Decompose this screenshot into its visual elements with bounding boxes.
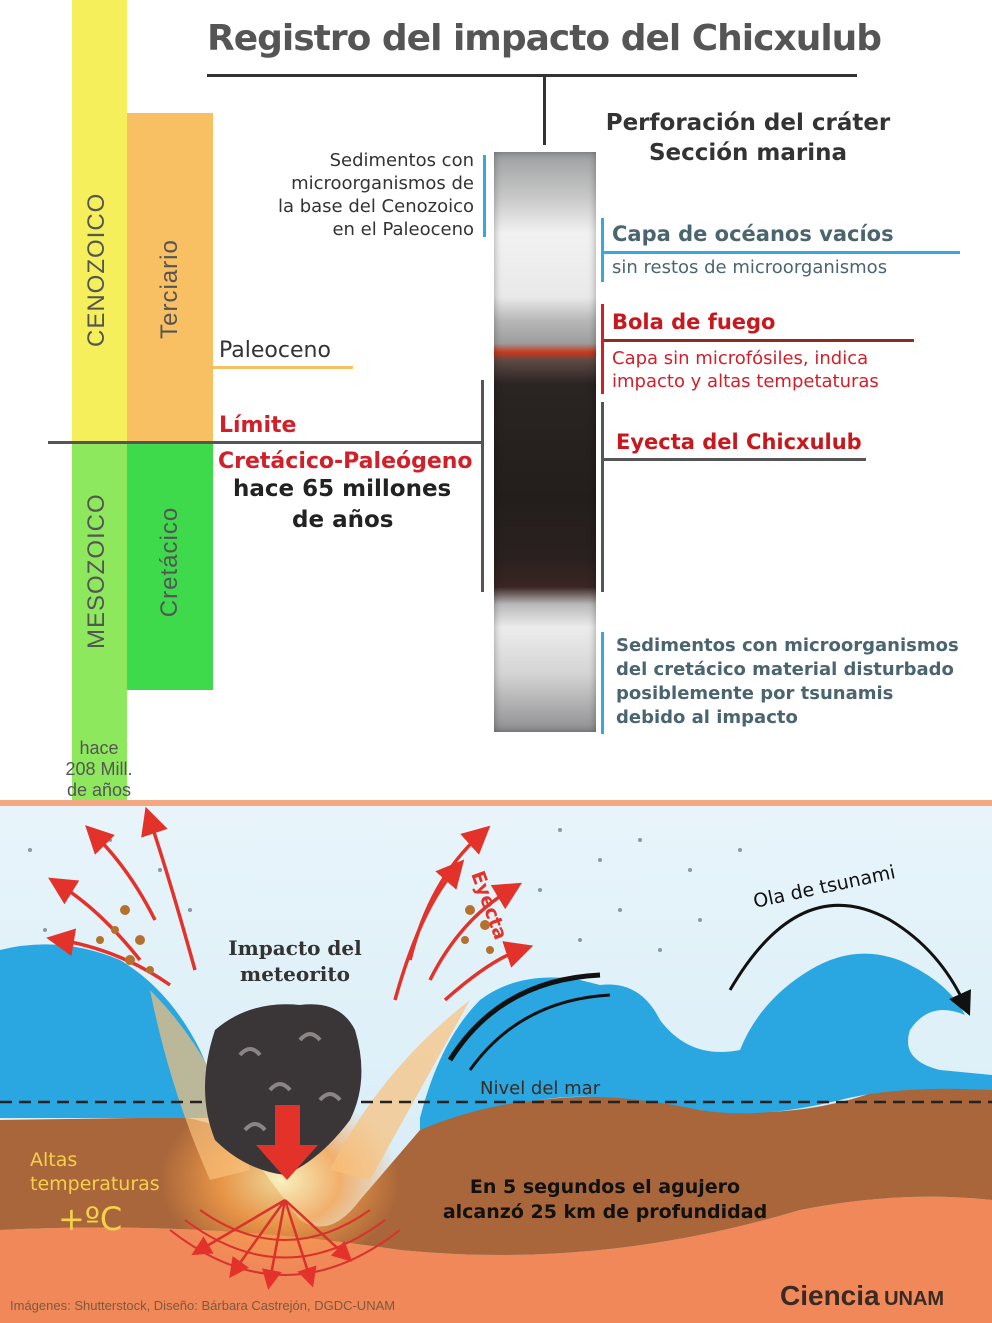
eyecta-bracket <box>601 402 604 592</box>
bola-fuego-label: Bola de fuego <box>612 310 776 334</box>
eyecta-chicxulub-label: Eyecta del Chicxulub <box>616 430 862 454</box>
temp-label: +ºC <box>58 1200 123 1238</box>
impacto-label: Impacto del meteorito <box>228 936 362 986</box>
drill-core-image <box>494 152 596 732</box>
panel-top-border <box>0 800 992 806</box>
impact-illustration <box>0 800 992 1323</box>
kpg-boundary-line <box>48 441 484 444</box>
ejecta-rocks <box>96 905 494 974</box>
bola-fuego-line <box>604 339 914 342</box>
mesozoico-bar <box>72 443 127 801</box>
paleoceno-line <box>213 366 353 369</box>
cretacico-label: Cretácico <box>156 506 183 618</box>
core-heading: Perforación del cráter Sección marina <box>605 110 891 166</box>
capa-oceanos-label: Capa de océanos vacíos <box>612 222 894 246</box>
impact-arrow <box>256 1105 318 1180</box>
altas-temp-label: Altas temperaturas <box>30 1149 160 1195</box>
ejecta-arrows <box>46 806 534 1002</box>
mantle-layer <box>0 1196 992 1323</box>
ocean-right <box>420 953 992 1130</box>
de-anos-label: de años <box>292 507 394 533</box>
capa-oceanos-bracket <box>601 218 604 282</box>
meteorite <box>205 1004 362 1175</box>
eyecta-line <box>604 458 866 461</box>
cenozoico-label: CENOZOICO <box>83 192 110 347</box>
sed-cenozoico-bracket <box>483 155 486 237</box>
paleoceno-label: Paleoceno <box>219 338 331 363</box>
sed-cretacico-bracket <box>601 632 604 734</box>
page-title: Registro del impacto del Chicxulub <box>207 18 882 59</box>
core-bracket-left <box>481 380 484 592</box>
bottom-age-label: hace 208 Mill. de años <box>65 738 133 800</box>
cenozoico-bar <box>72 0 127 443</box>
cinco-segundos-label: En 5 segundos el agujero alcanzó 25 km d… <box>442 1176 768 1223</box>
sed-cenozoico-text: Sedimentos con microorganismos de la bas… <box>277 150 474 240</box>
tsunami-arrow <box>728 903 971 1016</box>
sed-cretacico-text: Sedimentos con microorganismos del cretá… <box>616 635 959 728</box>
nivel-mar-label: Nivel del mar <box>480 1078 601 1099</box>
terciario-label: Terciario <box>156 239 183 339</box>
terciario-bar <box>127 113 213 443</box>
kpg-label: Cretácico-Paleógeno <box>218 449 473 474</box>
capa-oceanos-line <box>604 251 960 254</box>
title-underline <box>207 74 857 77</box>
bola-fuego-sub: Capa sin microfósiles, indica impacto y … <box>612 348 879 392</box>
limite-label: Límite <box>219 413 297 438</box>
mesozoico-label: MESOZOICO <box>83 493 110 649</box>
hace-65-label: hace 65 millones <box>233 476 452 502</box>
title-connector <box>543 77 546 145</box>
image-credit: Imágenes: Shutterstock, Diseño: Bárbara … <box>10 1298 396 1313</box>
ciencia-unam-logo: Ciencia UNAM <box>780 1280 945 1311</box>
cretacico-bar <box>127 443 213 690</box>
capa-oceanos-sub: sin restos de microorganismos <box>612 257 888 278</box>
bola-fuego-bracket <box>601 304 604 394</box>
